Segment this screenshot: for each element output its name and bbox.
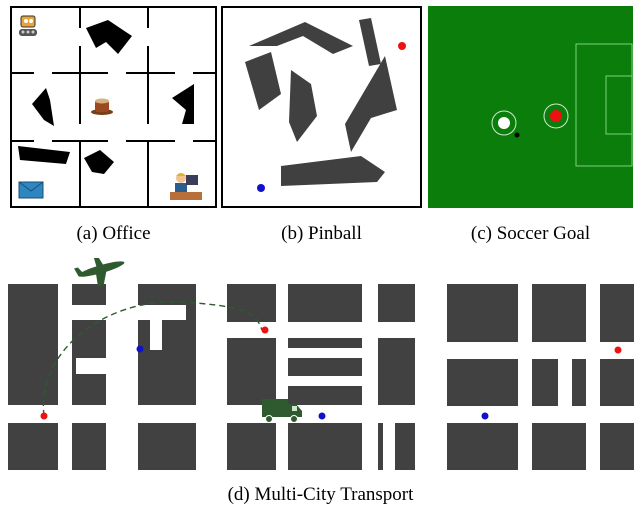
caption-office: (a) Office (76, 223, 151, 244)
pinball-panel (221, 6, 422, 208)
coffee-cup-icon (91, 98, 113, 115)
truck-icon (262, 399, 302, 423)
soccer-ball-icon (491, 110, 517, 136)
red-dot-icon (614, 346, 622, 354)
city-map-2 (227, 284, 415, 470)
soccer-panel (428, 6, 633, 208)
office-walls (11, 7, 216, 207)
flight-route (42, 301, 263, 417)
pinball-obstacles (245, 18, 397, 186)
airplane-icon (74, 258, 125, 287)
red-dot-icon (261, 326, 269, 334)
field-lines (575, 43, 633, 167)
blue-dot-icon (481, 412, 489, 420)
city-map-3 (447, 284, 634, 470)
red-dot-icon (40, 412, 48, 420)
red-ball-icon (398, 42, 406, 50)
city-map-1 (8, 284, 196, 470)
robot-icon (19, 15, 37, 36)
transport-panel (8, 258, 634, 470)
office-obstacles (18, 20, 194, 174)
blue-dot-icon (136, 345, 144, 353)
caption-soccer: (c) Soccer Goal (470, 223, 591, 244)
mail-envelope-icon (18, 181, 44, 199)
office-panel (10, 6, 217, 208)
red-player-icon (543, 103, 569, 129)
caption-transport: (d) Multi-City Transport (227, 484, 414, 505)
blue-ball-icon (257, 184, 265, 192)
caption-pinball: (b) Pinball (281, 223, 362, 244)
blue-dot-icon (318, 412, 326, 420)
ball-target-dot (514, 132, 520, 138)
office-worker-icon (170, 173, 202, 200)
